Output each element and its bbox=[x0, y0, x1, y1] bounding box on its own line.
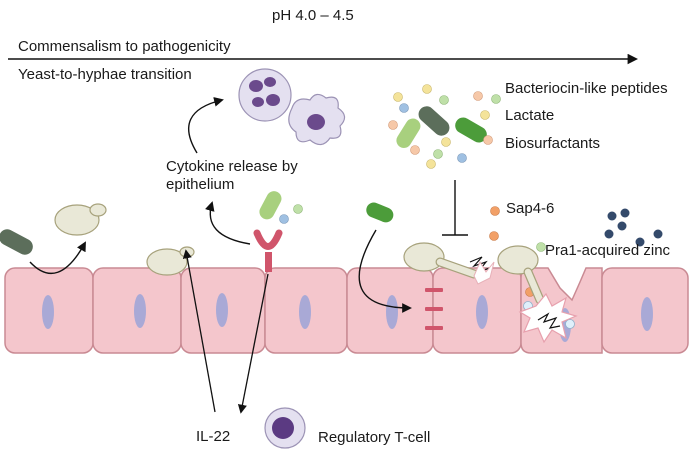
damage-burst-icon bbox=[518, 292, 578, 344]
arrow-receptor-to-il22 bbox=[237, 273, 269, 414]
bacterium bbox=[396, 118, 421, 148]
biosurfactants-label: Biosurfactants bbox=[505, 135, 601, 152]
lactate-label: Lactate bbox=[505, 107, 555, 124]
receptor-icon bbox=[253, 229, 283, 272]
bacterium bbox=[455, 117, 487, 143]
arrow-bacteria-to-junction bbox=[358, 229, 412, 313]
cell-nucleus bbox=[42, 295, 54, 329]
transition-label: Yeast-to-hyphae transition bbox=[18, 66, 192, 83]
cell-nucleus bbox=[299, 295, 311, 329]
arrow-receptor-to-cytokine bbox=[205, 201, 251, 245]
neutrophil-icon bbox=[238, 68, 292, 122]
cell-nucleus bbox=[216, 293, 228, 327]
ph-label: pH 4.0 – 4.5 bbox=[272, 7, 354, 24]
molecule-dot bbox=[279, 214, 289, 224]
bacteriocin-label: Bacteriocin-like peptides bbox=[505, 80, 668, 97]
bacterium bbox=[259, 191, 282, 220]
molecule-dots bbox=[388, 84, 501, 169]
epithelium bbox=[4, 267, 689, 354]
tight-junction bbox=[425, 288, 443, 330]
macrophage-icon bbox=[288, 93, 346, 146]
damage-zigzag-icon bbox=[537, 312, 561, 329]
cytokine-label: Cytokine release by epithelium bbox=[166, 158, 298, 193]
arrow-bacteria-to-yeast bbox=[29, 241, 86, 275]
cell-nucleus bbox=[134, 294, 146, 328]
damage-burst-icon bbox=[473, 260, 495, 285]
cell-nucleus bbox=[641, 297, 653, 331]
bacterium bbox=[366, 202, 394, 223]
yeast-cell bbox=[54, 203, 107, 236]
hyphae-cell bbox=[403, 242, 479, 279]
cell-nucleus bbox=[386, 295, 398, 329]
treg-label: Regulatory T-cell bbox=[318, 429, 431, 446]
arrow-il22-to-epithelium bbox=[182, 249, 216, 413]
il22-label: IL-22 bbox=[196, 428, 231, 445]
hyphae-cell bbox=[497, 245, 545, 305]
sap-label: Sap4-6 bbox=[506, 200, 555, 217]
regulatory-t-cell-icon bbox=[264, 407, 306, 449]
bacterium bbox=[418, 106, 450, 136]
pra1-label: Pra1-acquired zinc bbox=[545, 242, 671, 259]
commensalism-label: Commensalism to pathogenicity bbox=[18, 38, 231, 55]
molecule-dot bbox=[536, 242, 546, 252]
bacterium bbox=[0, 229, 33, 255]
cell-nucleus bbox=[476, 295, 488, 329]
molecule-dot bbox=[293, 204, 303, 214]
arrow-cytokine-to-immune bbox=[188, 97, 224, 154]
